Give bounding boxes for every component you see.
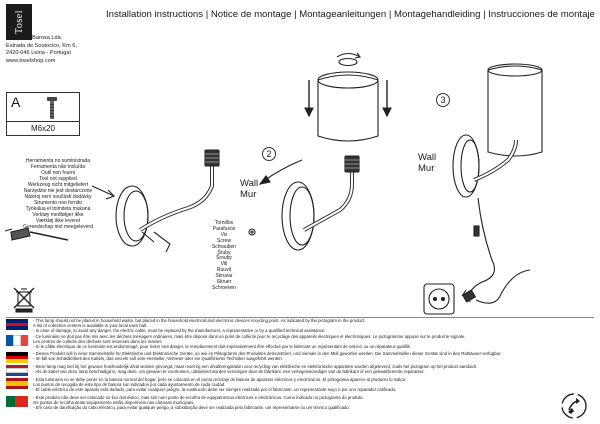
wall-socket-icon <box>423 283 455 315</box>
company-website: www.toselshop.com <box>6 57 56 64</box>
warning-line: - Em caso de danificação do cabo eléctri… <box>33 405 350 411</box>
step2-wall-plate <box>248 155 360 251</box>
tool-note: Værktøj ikke leveret <box>35 218 81 224</box>
screw-label: Schrauben <box>211 243 237 250</box>
wall-label-line2: Mur <box>240 189 257 200</box>
step-2-number: 2 <box>262 147 276 161</box>
part-box: A M6x20 <box>6 92 80 136</box>
warning-dutch: - Deze lamp mag niet bij het gewone huis… <box>6 364 563 376</box>
warning-line: Los puntos de recogida de este tipo de b… <box>33 382 226 388</box>
flag-portugal-icon <box>6 396 28 407</box>
screw-label: Skruer <box>216 279 232 286</box>
tool-note: Työkalua ei toimiteta mukana <box>25 206 91 212</box>
screw-label: Screw <box>217 237 231 244</box>
company-name: A Ferreira Barosa Lda. <box>6 35 63 41</box>
page-title: Installation instructions | Notice de mo… <box>106 9 595 20</box>
part-letter: A <box>11 94 21 110</box>
tool-note: Narzędzie nie jest dostarczone <box>23 188 93 194</box>
screw-label: Schroeven <box>212 284 236 291</box>
warning-text: - Esta luminaria no se debe poner en la … <box>33 377 563 393</box>
company-address-line2: 2420-046 Leiria - Portugal <box>6 50 71 57</box>
wall-label-line1: Wall <box>240 178 259 189</box>
part-size: M6x20 <box>30 124 55 133</box>
screw-label: Viti <box>220 261 228 268</box>
screw-label: Šrouby <box>216 255 232 262</box>
company-info: A Ferreira Barosa Lda. Estrada de Soutoc… <box>6 35 77 65</box>
warning-text: - Ce luminaire ne doit pas être mis avec… <box>33 334 563 350</box>
warning-text: - Dieses Produkt soll in einer Sammelste… <box>33 351 563 361</box>
warning-spanish: - Esta luminaria no se debe poner en la … <box>6 377 563 393</box>
tool-note: Herramienta no suministrada <box>25 158 91 164</box>
screw-label: Tornillos <box>214 220 234 226</box>
warning-line: - Ce luminaire ne doit pas être mis avec… <box>33 334 466 339</box>
recycle-hand-icon <box>561 393 587 419</box>
step3-assembled-lamp <box>452 63 543 304</box>
tool-note: Werkzeug nicht mitgeliefert <box>27 182 89 188</box>
screw-icon <box>47 97 57 119</box>
warning-line: - In case of damage, to avoid any danger… <box>33 328 326 334</box>
flag-spain-icon <box>6 378 28 389</box>
warning-text: - Este produto não deve ser colocado no … <box>33 395 563 411</box>
company-address-line1: Estrada de Soutocico, Km 6, <box>6 42 77 49</box>
warning-line: - Deze lamp mag niet bij het gewone huis… <box>33 364 478 369</box>
section-divider <box>6 317 594 318</box>
tool-note: Gereedschap niet meegeleverd <box>23 224 93 230</box>
step-3-number: 3 <box>436 93 450 107</box>
tool-note: Nástroj není součástí dodávky <box>24 194 92 200</box>
flag-germany-icon <box>6 352 28 364</box>
wall-label-step3: Wall Mur <box>418 152 436 174</box>
warning-text: - This lamp should not be placed in hous… <box>33 318 563 334</box>
wall-label-step2: Wall Mur <box>240 178 258 200</box>
tool-note: Verktøy medfølger ikke <box>32 212 84 218</box>
warning-line: - Im fall von Schädlichkeit des Kabels, … <box>33 356 283 362</box>
warning-text: - Deze lamp mag niet bij het gewone huis… <box>33 364 563 374</box>
warning-french: - Ce luminaire ne doit pas être mis avec… <box>6 334 563 350</box>
tools-not-supplied-list: Herramienta no suministrada Ferramenta n… <box>6 158 110 230</box>
warning-line: - Si le câble électrique de ce luminaire… <box>33 344 412 350</box>
flag-uk-icon <box>6 319 28 331</box>
screw-label: Ruuvit <box>216 267 232 274</box>
warning-line: Os pontos de recolha deste equipamento e… <box>33 400 195 406</box>
warning-line: - Esta luminaria no se debe poner en la … <box>33 377 407 382</box>
warning-german: - Dieses Produkt soll in einer Sammelste… <box>6 351 563 364</box>
warning-line: Les centres de collecte des déchets sont… <box>33 339 163 345</box>
warning-line: A list of collection centers is availabl… <box>33 323 148 329</box>
flag-netherlands-icon <box>6 365 28 376</box>
step2-shade <box>258 52 392 185</box>
tool-note: Strumento non fornito <box>33 200 83 206</box>
wall-label-line1: Wall <box>418 152 437 163</box>
tool-note: Ferramenta não incluída <box>30 164 86 170</box>
weee-crossed-bin-icon <box>13 287 35 313</box>
screw-label: Vis <box>220 231 228 238</box>
screw-label: Skruvar <box>215 273 233 280</box>
warning-line: - Este produto não deve ser colocado no … <box>33 395 364 400</box>
screw-label: Śruby <box>217 249 231 256</box>
screw-label: Parafusos <box>212 225 236 232</box>
screws-label-list: Tornillos Parafusos Vis Screw Schrauben … <box>207 220 241 292</box>
tool-note: Outil non fourni <box>41 170 75 176</box>
tool-note: Tool not supplied <box>39 176 77 182</box>
warning-line: - Als de kabel van deze lamp beschadigd … <box>33 369 425 375</box>
warning-english: - This lamp should not be placed in hous… <box>6 318 563 334</box>
warning-line: - El cable eléctrico de este aparato est… <box>33 387 397 393</box>
part-divider <box>7 121 79 122</box>
warning-portuguese: - Este produto não deve ser colocado no … <box>6 395 563 411</box>
warning-line: - This lamp should not be placed in hous… <box>33 318 366 323</box>
step1-lamp-arm <box>91 149 220 253</box>
warning-line: - Dieses Produkt soll in einer Sammelste… <box>33 351 502 356</box>
flag-france-icon <box>6 335 29 346</box>
wall-label-line2: Mur <box>418 163 435 174</box>
